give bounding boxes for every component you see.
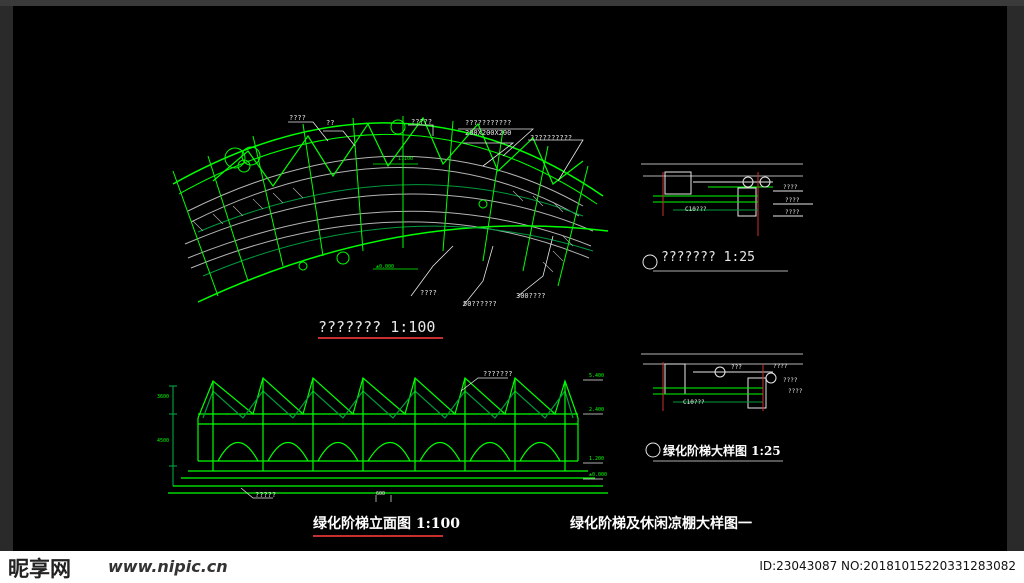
section1-label-4: ???? bbox=[785, 209, 800, 216]
section1-label-3: ???? bbox=[785, 197, 800, 204]
cad-drawing bbox=[168, 116, 813, 537]
plan-label-9: 300???? bbox=[516, 292, 546, 300]
plan-label-6: ?????????? bbox=[530, 134, 573, 142]
plan-label-3: ????? bbox=[411, 118, 433, 126]
plan-label-1: ???? bbox=[289, 114, 306, 122]
elevation-label-2: ????? bbox=[255, 491, 277, 499]
elevation-dim-2: 4500 bbox=[157, 438, 170, 444]
section1-label-2: ???? bbox=[783, 184, 798, 191]
plan-label-11: ±0.000 bbox=[376, 264, 395, 270]
plan-label-2: ?? bbox=[326, 119, 335, 127]
elevation-level-marks bbox=[240, 377, 603, 502]
section1-title: ??????? 1:25 bbox=[661, 250, 755, 265]
watermark-id: ID:23043087 NO:20181015220331283082 bbox=[759, 559, 1016, 573]
plan-title: ??????? 1:100 bbox=[318, 318, 436, 336]
elevation-view bbox=[168, 376, 608, 494]
window-right-border bbox=[1007, 6, 1024, 551]
section2-label-5: ???? bbox=[788, 388, 803, 395]
plan-hatching bbox=[192, 187, 574, 273]
elevation-dim-3: 600 bbox=[376, 491, 386, 497]
cad-drawing-canvas[interactable]: ???? ?? ????? ??????????? 200X200X200 ??… bbox=[13, 6, 1007, 551]
plan-label-4: ??????????? bbox=[465, 119, 512, 127]
section2-label-4: ??? bbox=[731, 364, 742, 371]
plan-label-8: 50?????? bbox=[463, 300, 497, 308]
section2-label-2: ???? bbox=[773, 363, 788, 370]
plan-label-7: ???? bbox=[420, 289, 437, 297]
elevation-level-1: 5.400 bbox=[589, 373, 605, 379]
section1-label-1: C10??? bbox=[685, 206, 707, 213]
watermark-bar: 昵享网 www.nipic.cn ID:23043087 NO:20181015… bbox=[0, 551, 1024, 583]
watermark-brand: 昵享网 bbox=[8, 557, 71, 581]
sheet-title: 绿化阶梯及休闲凉棚大样图一 bbox=[570, 516, 752, 532]
section2-title: 绿化阶梯大样图 1:25 bbox=[663, 444, 781, 458]
watermark-url: www.nipic.cn bbox=[108, 557, 228, 576]
section2-label-3: ???? bbox=[783, 377, 798, 384]
window-top-border bbox=[0, 0, 1024, 6]
elevation-level-3: 1.200 bbox=[589, 456, 605, 462]
elevation-level-4: ±0.000 bbox=[589, 472, 608, 478]
plan-label-5: 200X200X200 bbox=[465, 129, 512, 137]
section2-label-1: C10??? bbox=[683, 399, 705, 406]
elevation-level-2: 2.400 bbox=[589, 407, 605, 413]
window-left-border bbox=[0, 6, 13, 551]
elevation-dim-1: 3600 bbox=[157, 394, 170, 400]
plan-label-10: 1.100 bbox=[398, 156, 414, 162]
plan-view bbox=[172, 116, 609, 303]
elevation-label-1: ??????? bbox=[483, 370, 513, 378]
section1-view bbox=[641, 163, 813, 270]
plan-leaders bbox=[288, 121, 584, 307]
section2-view bbox=[641, 353, 803, 458]
elevation-title: 绿化阶梯立面图 1:100 bbox=[313, 516, 461, 532]
